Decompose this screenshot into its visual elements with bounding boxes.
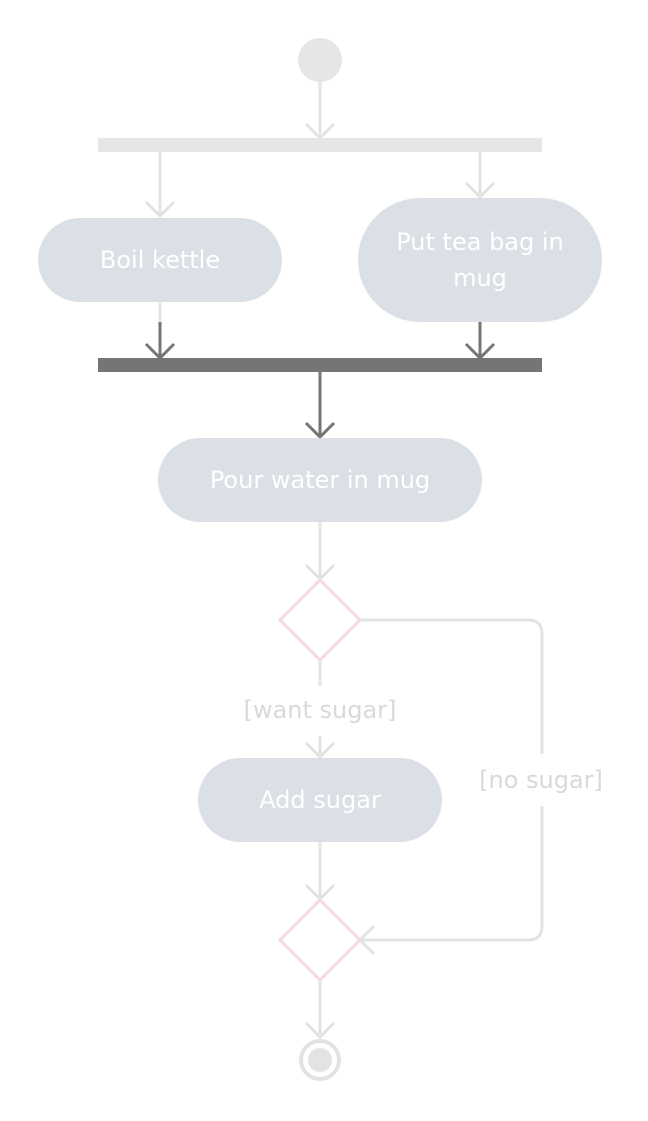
guard-no-sugar: [no sugar] <box>479 766 603 794</box>
edge-decision-to-add-sugar <box>304 660 336 760</box>
action-boil-kettle: Boil kettle <box>38 218 282 302</box>
action-pour-water: Pour water in mug <box>158 438 482 522</box>
edge-start-to-fork <box>304 82 336 141</box>
edge-pour-water-to-decision <box>304 522 336 582</box>
edge-fork-to-boil-kettle <box>144 152 176 219</box>
fork-bar <box>98 138 542 152</box>
join-bar <box>98 358 542 372</box>
decision-node <box>277 577 363 663</box>
action-put-tea-bag-label-line2: mug <box>453 264 507 292</box>
start-node <box>298 38 342 82</box>
action-put-tea-bag: Put tea bag in mug <box>358 198 602 322</box>
merge-node <box>277 897 363 983</box>
final-node <box>299 1039 341 1081</box>
edge-fork-to-tea-bag <box>464 152 496 200</box>
action-add-sugar: Add sugar <box>198 758 442 842</box>
action-pour-water-label: Pour water in mug <box>210 466 430 494</box>
edge-add-sugar-to-merge <box>304 842 336 902</box>
action-put-tea-bag-label-line1: Put tea bag in <box>396 228 564 256</box>
edge-boil-kettle-to-join <box>144 302 176 361</box>
action-add-sugar-label: Add sugar <box>259 786 381 814</box>
edge-tea-bag-to-join <box>464 322 496 361</box>
guard-want-sugar: [want sugar] <box>244 696 397 724</box>
edge-join-to-pour-water <box>304 372 336 440</box>
action-boil-kettle-label: Boil kettle <box>100 246 220 274</box>
edge-merge-to-final <box>304 980 336 1040</box>
